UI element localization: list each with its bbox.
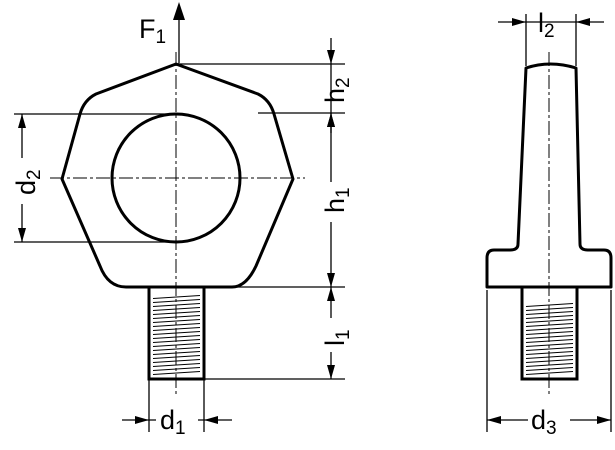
l1-arrow-bottom [327, 365, 335, 379]
d1-label: d1 [160, 405, 186, 439]
h1-label: h1 [320, 187, 354, 213]
l2-arrow-right [576, 18, 590, 26]
f1-label: F1 [139, 14, 166, 48]
l1-arrow-top [327, 287, 335, 301]
thread-line [152, 347, 201, 351]
l2-arrow-left [512, 18, 526, 26]
d1-arrow-left [135, 416, 149, 424]
thread-line [152, 319, 201, 323]
d3-label: d3 [531, 405, 557, 439]
thread-line [525, 319, 574, 323]
side-view: l2 d3 [485, 8, 613, 439]
d3-arrow-left [487, 416, 501, 424]
l1-label: l1 [320, 329, 354, 346]
h2-label: h2 [320, 77, 354, 103]
thread-line [152, 371, 201, 375]
h1-arrow-bottom [327, 273, 335, 287]
thread-line [152, 295, 201, 299]
front-view: F1 h2 h1 l1 d2 [10, 2, 354, 439]
d2-arrow-top [18, 114, 26, 128]
d1-arrow-right [204, 416, 218, 424]
force-arrow-head [173, 2, 185, 20]
d3-arrow-right [597, 416, 611, 424]
thread-line [525, 371, 574, 375]
thread-line [525, 347, 574, 351]
d2-arrow-bottom [18, 228, 26, 242]
l2-label: l2 [538, 8, 555, 42]
d2-label: d2 [11, 169, 45, 195]
h2-arrow-top [327, 50, 335, 64]
h1-arrow-top [327, 113, 335, 127]
